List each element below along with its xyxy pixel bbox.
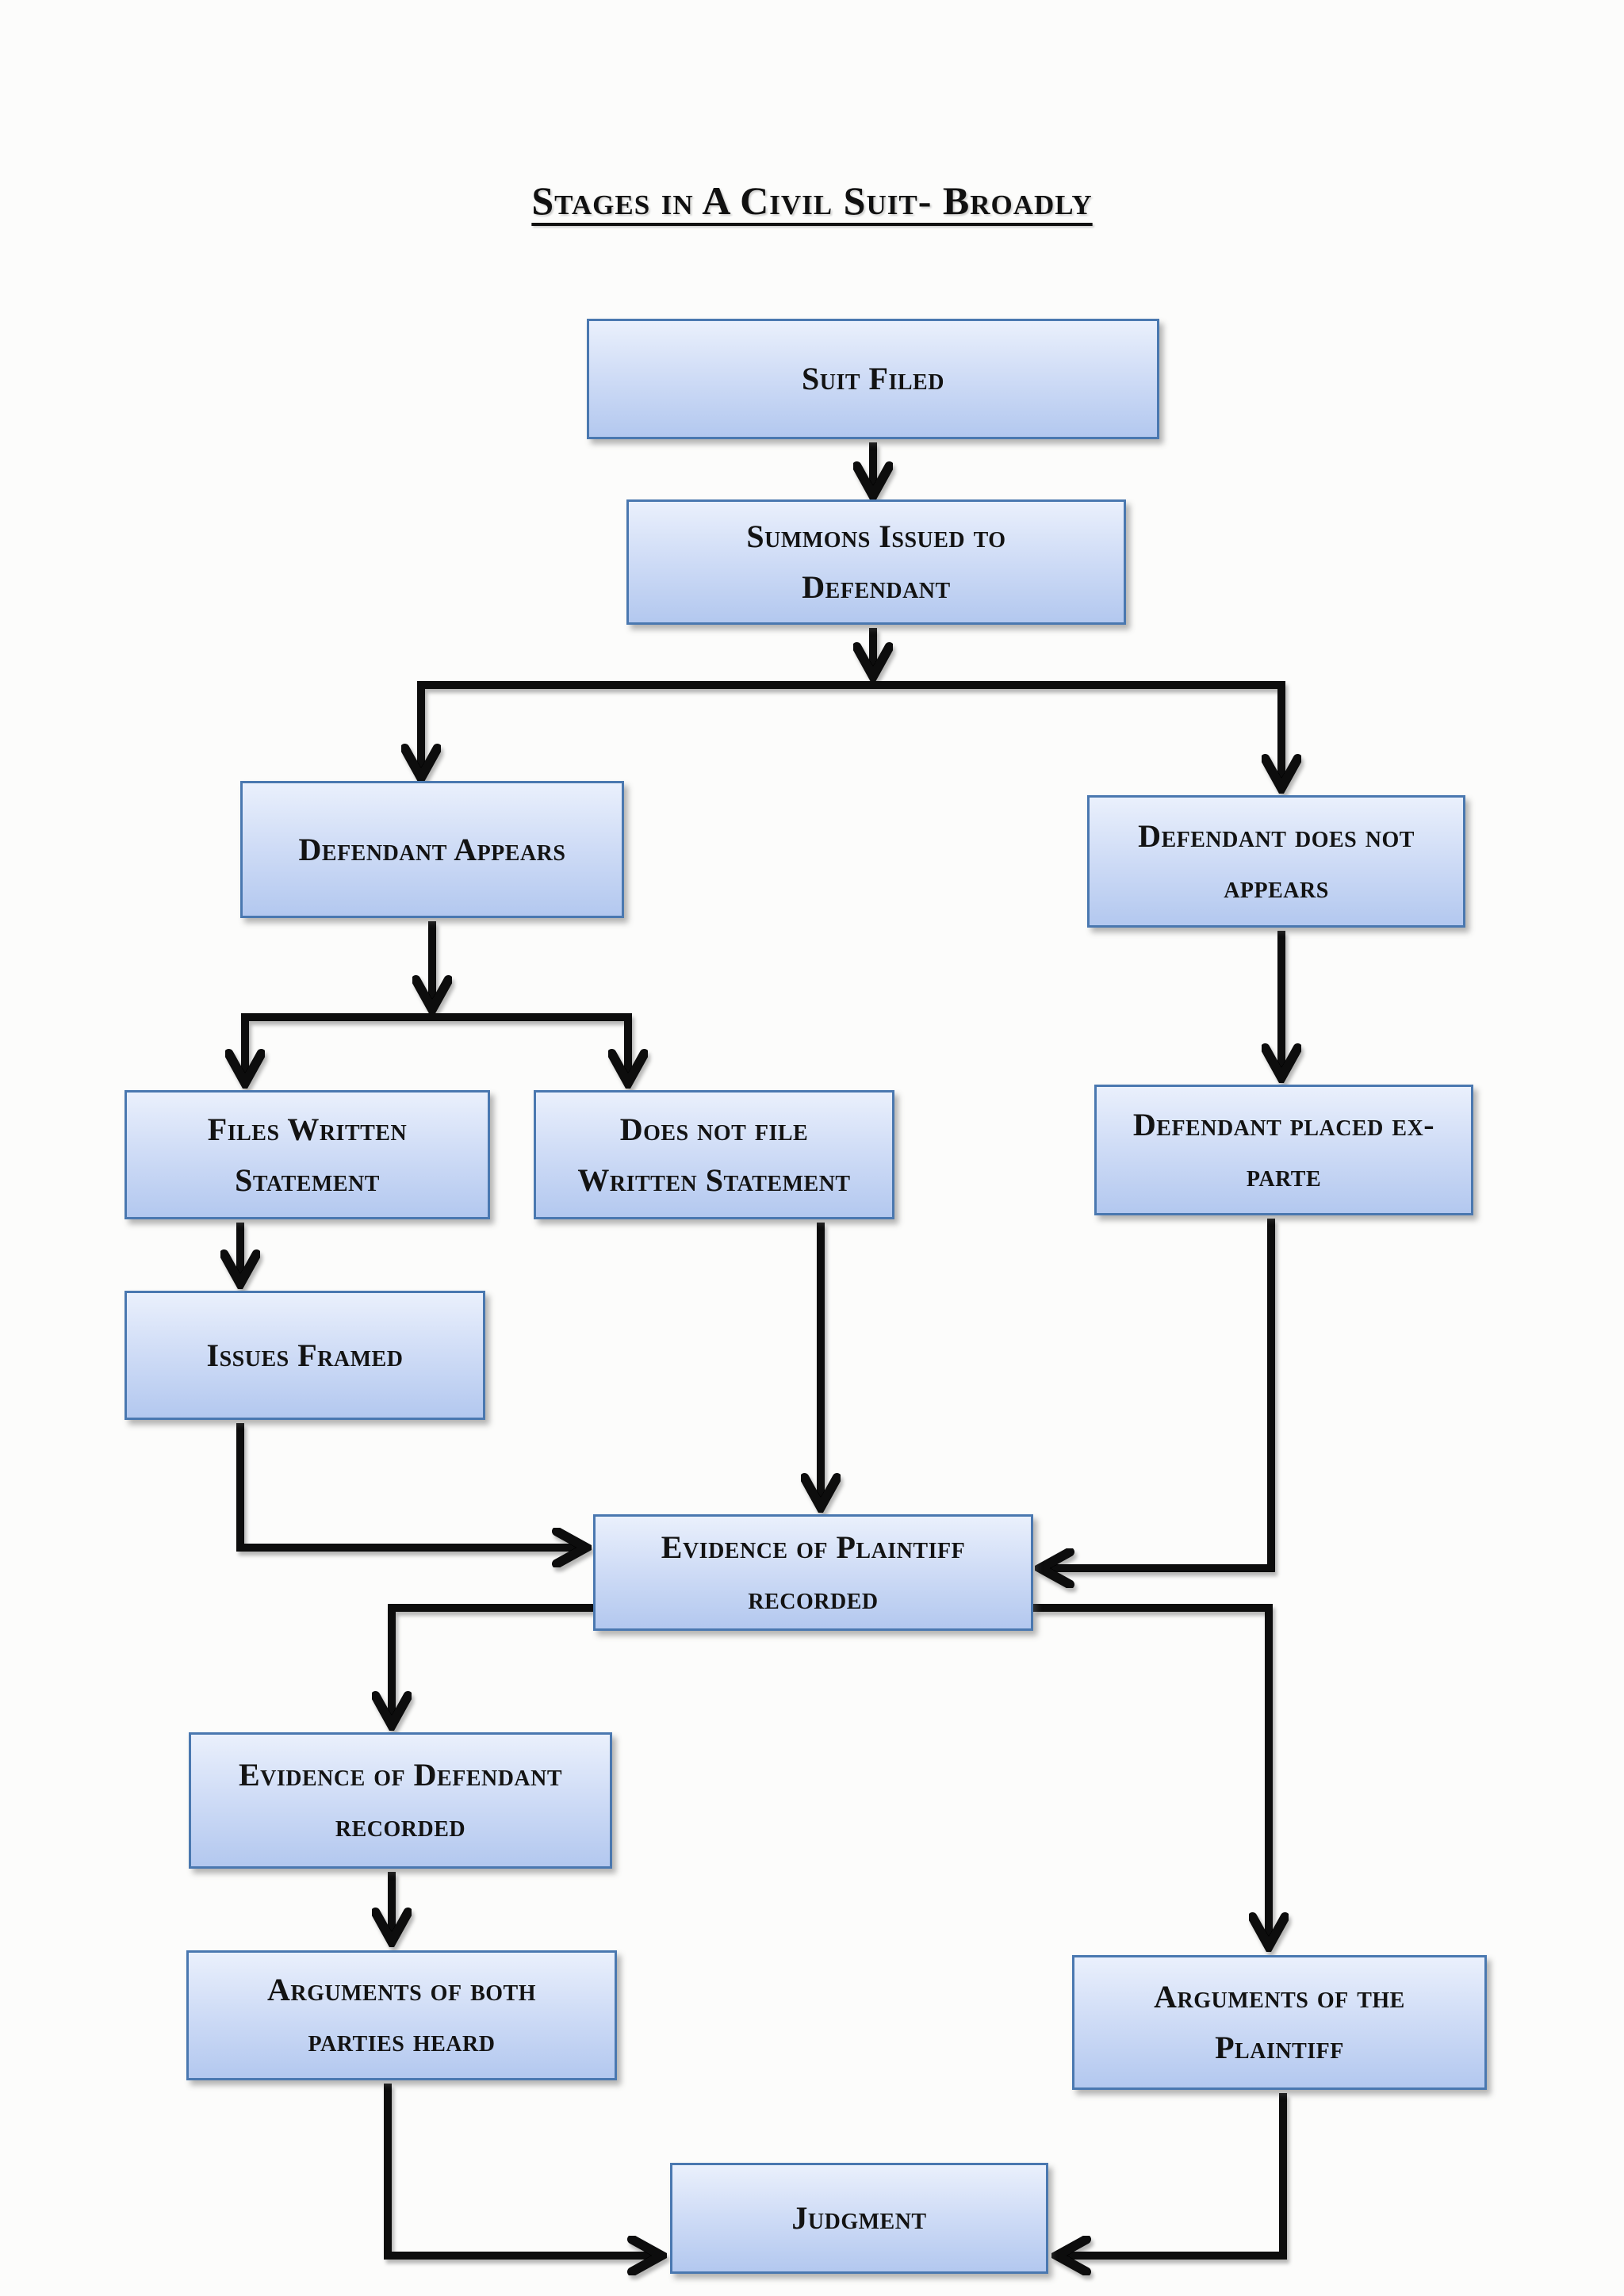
node-evidence-of-defendant-recorded: Evidence of Defendant recorded [189,1732,612,1869]
node-defendant-appears: Defendant Appears [240,781,624,918]
node-arguments-of-both-parties-heard: Arguments of both parties heard [186,1950,617,2080]
node-label: Statement [235,1161,380,1198]
node-defendant-placed-ex-parte: Defendant placed ex- parte [1094,1085,1473,1215]
node-label: Arguments of both [267,1972,536,2007]
node-does-not-file-written-statement: Does not file Written Statement [534,1090,894,1219]
page-title: Stages in A Civil Suit- Broadly [531,178,1093,223]
node-label: Judgment [791,2200,927,2236]
node-label: recorded [748,1579,879,1616]
connector-evidence-plaintiff-to-evidence-defendant [392,1604,593,1723]
connector-args-both-to-judgment [384,2084,659,2256]
node-label: Files Written [207,1111,408,1147]
connector-args-plaintiff-to-judgment [1059,2093,1287,2256]
connector-exparte-to-evidence-plaintiff [1043,1219,1275,1568]
node-label: Plaintiff [1215,2030,1344,2065]
node-label: Defendant does not [1138,817,1415,854]
node-label: appears [1224,868,1329,905]
node-label: Suit Filed [802,361,944,396]
node-judgment: Judgment [670,2163,1048,2274]
node-label: Evidence of Defendant [238,1757,563,1793]
node-evidence-of-plaintiff-recorded: Evidence of Plaintiff recorded [593,1514,1033,1631]
node-summons-issued: Summons Issued to Defendant [626,499,1126,625]
node-label: Defendant [802,569,951,605]
node-label: Summons Issued to [746,519,1006,554]
node-label: parties heard [308,2022,496,2058]
node-files-written-statement: Files Written Statement [124,1090,490,1219]
node-label: Written Statement [577,1161,851,1198]
node-suit-filed: Suit Filed [587,319,1159,439]
node-label: recorded [335,1808,466,1843]
node-defendant-does-not-appear: Defendant does not appears [1087,795,1465,928]
connector-issues-to-evidence-plaintiff [236,1423,584,1548]
node-label: Issues Framed [206,1337,404,1373]
connector-evidence-plaintiff-to-args-plaintiff [1033,1604,1269,1944]
connector-split-files-notfile [245,1013,628,1081]
node-issues-framed: Issues Framed [124,1291,485,1420]
node-arguments-of-the-plaintiff: Arguments of the Plaintiff [1072,1955,1487,2090]
node-label: parte [1246,1157,1322,1193]
node-label: Defendant placed ex- [1132,1106,1435,1142]
node-label: Defendant Appears [298,831,566,867]
node-label: Evidence of Plaintiff [661,1529,966,1565]
node-label: Arguments of the [1154,1979,1405,2015]
connector-split-appears-notappears [421,681,1281,786]
node-label: Does not file [619,1111,809,1147]
